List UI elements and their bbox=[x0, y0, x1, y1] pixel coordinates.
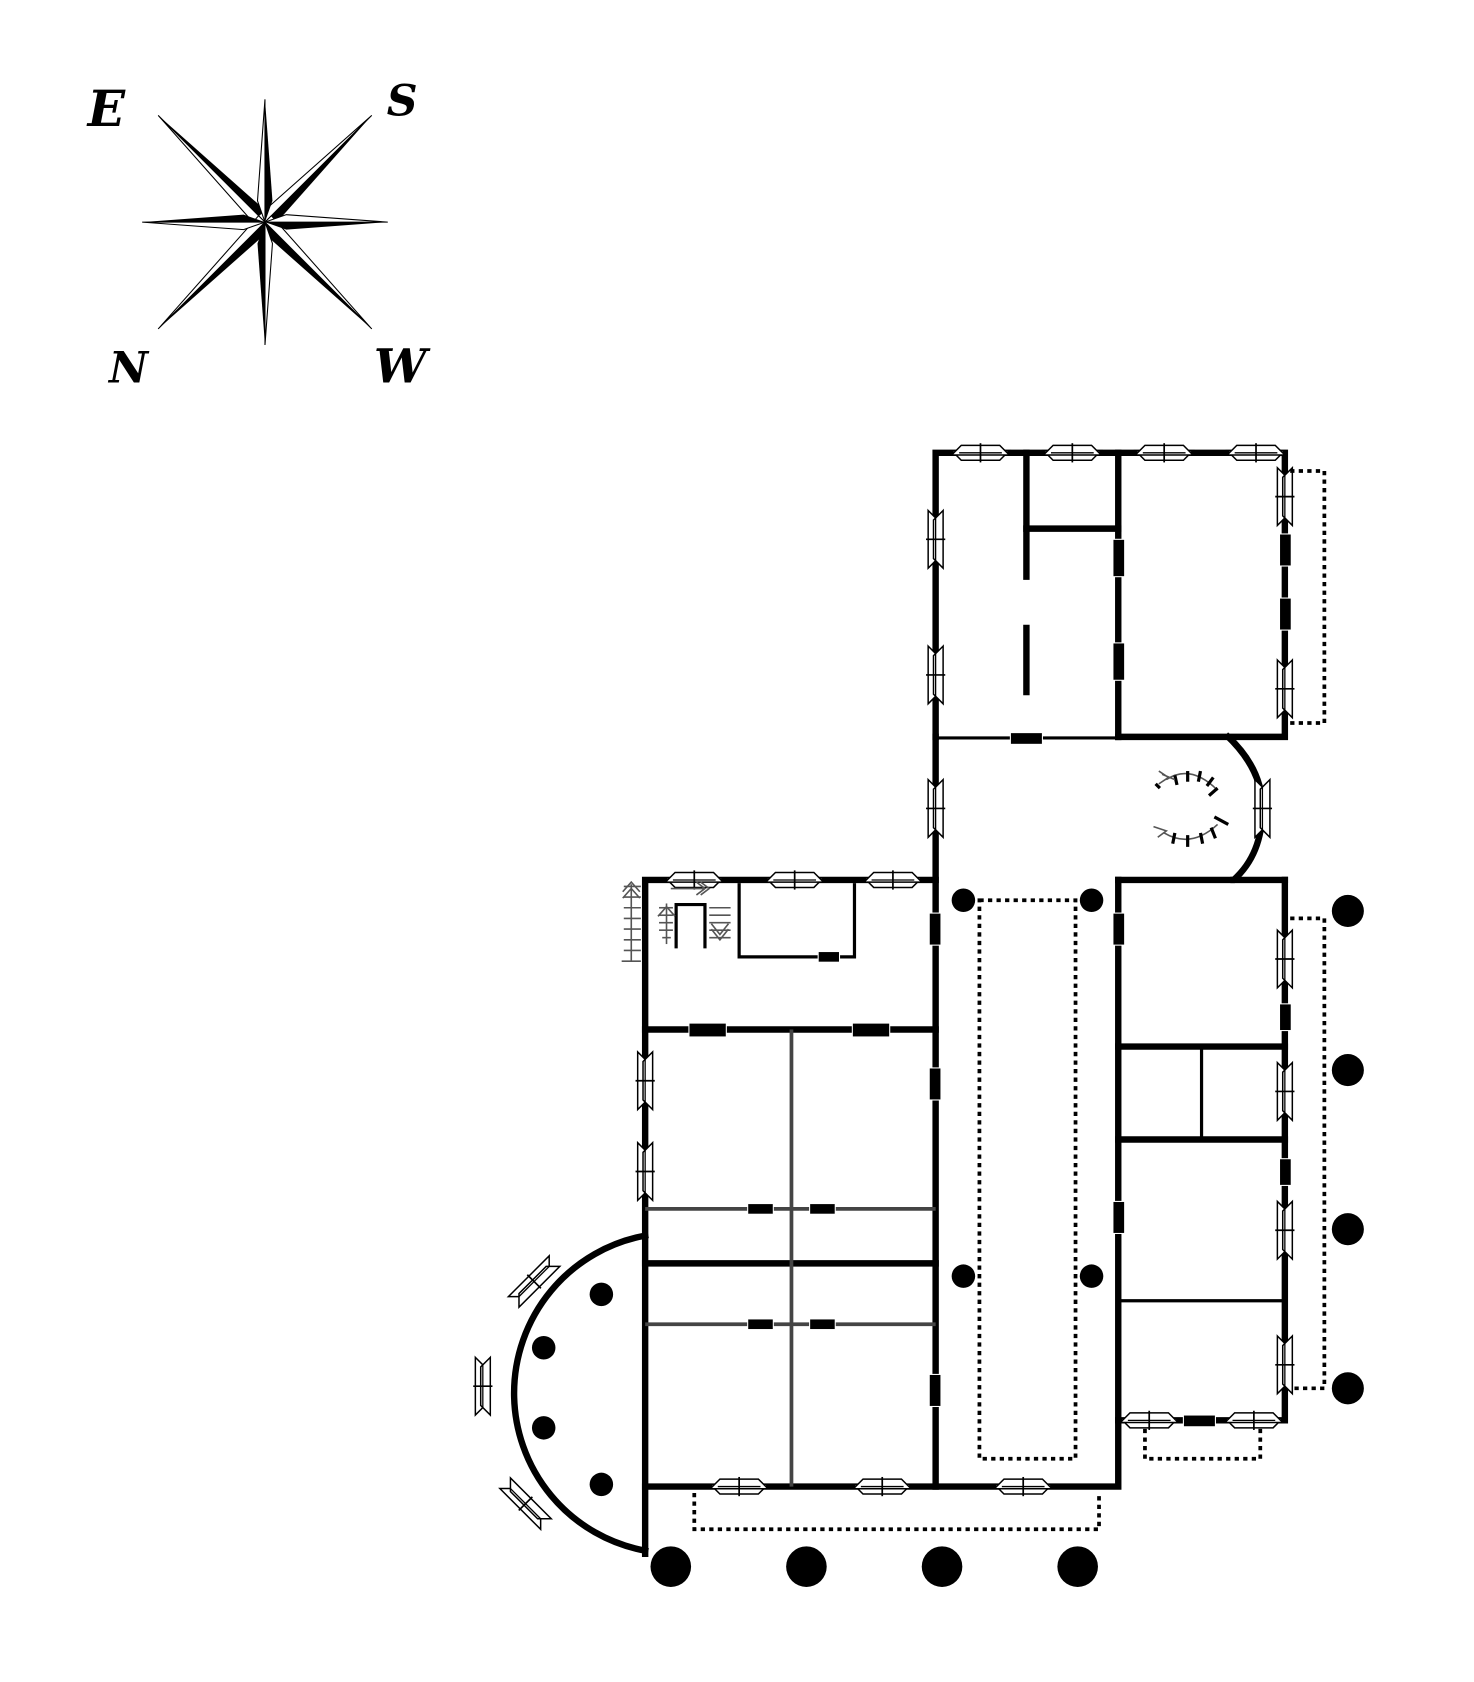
apse bbox=[472, 1231, 649, 1555]
compass-star-icon bbox=[142, 99, 388, 345]
compass-label-north: N bbox=[107, 343, 150, 393]
compass-label-south: S bbox=[387, 76, 418, 126]
central-hall bbox=[641, 732, 1289, 1498]
staircase-icon bbox=[621, 880, 731, 962]
building bbox=[472, 442, 1364, 1587]
north-wing bbox=[925, 442, 1327, 745]
spiral-staircase-icon bbox=[1153, 770, 1230, 847]
south-wing bbox=[1112, 876, 1364, 1461]
compass-label-west: W bbox=[374, 339, 431, 394]
compass-rose bbox=[142, 99, 388, 345]
compass-label-east: E bbox=[86, 80, 126, 138]
east-wing bbox=[634, 869, 1101, 1587]
